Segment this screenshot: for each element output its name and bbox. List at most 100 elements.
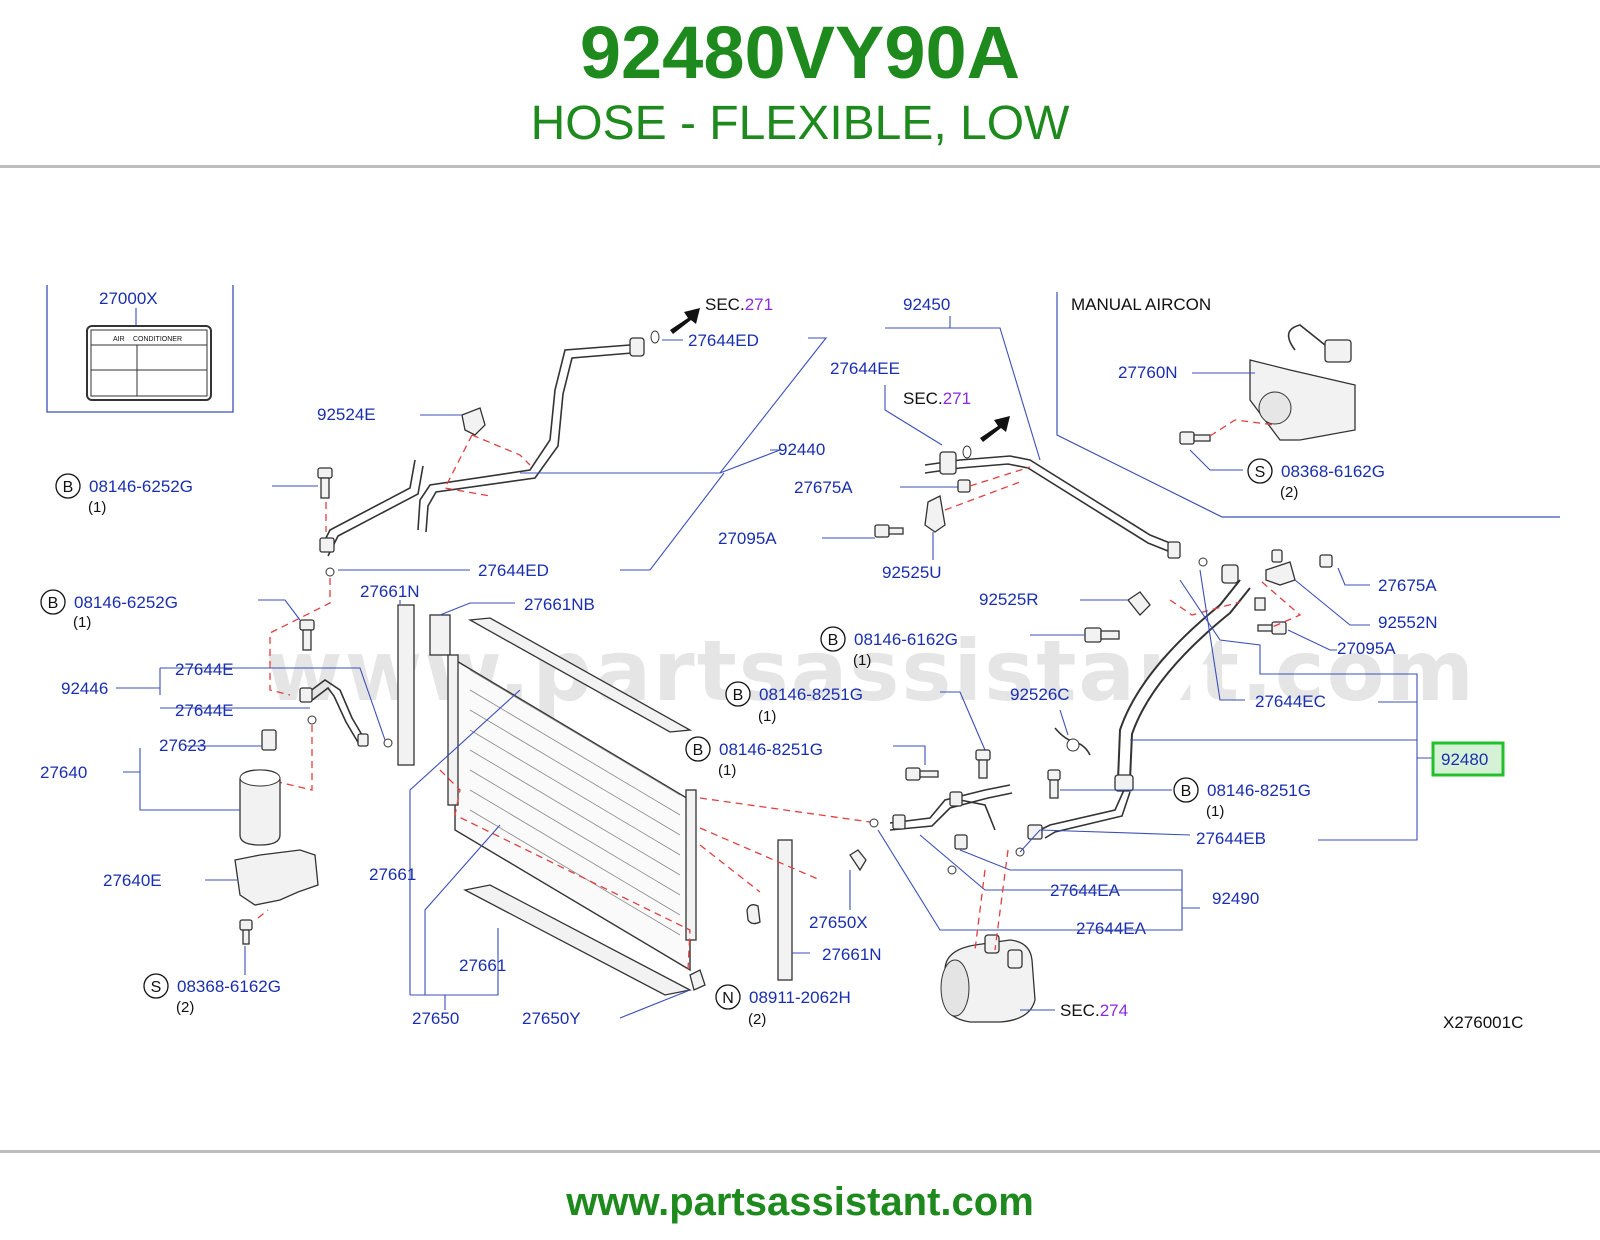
svg-text:B: B bbox=[733, 687, 744, 704]
part-number-title: 92480VY90A bbox=[579, 11, 1021, 94]
sec-ref-274: SEC.274 bbox=[1060, 1001, 1128, 1020]
leader-92480-arms bbox=[1130, 701, 1432, 759]
fastener-f2-code: 08146-6252G bbox=[74, 593, 178, 612]
label-card-text-1: AIR bbox=[113, 336, 125, 343]
leader-92480-main bbox=[1179, 579, 1418, 841]
bolt-f6: B 08146-8251G (1) bbox=[685, 736, 939, 781]
clip-92524E: 92524E bbox=[317, 405, 531, 497]
footer-url[interactable]: www.partsassistant.com bbox=[566, 1180, 1034, 1224]
callout-27644E-1: 27644E bbox=[175, 660, 234, 679]
callout-92525U: 92525U bbox=[882, 563, 942, 582]
receiver-drier-27640 bbox=[234, 729, 319, 945]
callout-92450: 92450 bbox=[903, 295, 950, 314]
callout-27640E: 27640E bbox=[103, 871, 162, 890]
pipe-92440 bbox=[319, 337, 645, 557]
callout-92490: 92490 bbox=[1212, 889, 1259, 908]
callout-27640: 27640 bbox=[40, 763, 87, 782]
bolt-f4: B 08146-6162G (1) bbox=[820, 626, 1085, 669]
fastener-f4-qty: (1) bbox=[853, 652, 871, 669]
sec-ref-271-top: SEC.271 bbox=[705, 295, 773, 314]
fastener-f7-qty: (1) bbox=[1206, 803, 1224, 820]
bolt-f1: B 08146-6252G (1) bbox=[55, 467, 333, 516]
callout-92480-highlighted: 92480 bbox=[1441, 750, 1488, 769]
aircon-section-border bbox=[1056, 292, 1560, 518]
nut-f9: N 08911-2062H (2) bbox=[715, 984, 851, 1028]
label-card-group: 27000X AIR CONDITIONER bbox=[46, 285, 234, 413]
clamp-92526C: 92526C bbox=[1010, 685, 1091, 756]
fastener-f4-code: 08146-6162G bbox=[854, 630, 958, 649]
fastener-f6-code: 08146-8251G bbox=[719, 740, 823, 759]
leader-27644EA-1 bbox=[919, 834, 1040, 891]
leader-27675A-right bbox=[1337, 567, 1370, 586]
bracket-92525U bbox=[874, 479, 971, 538]
leader-92552N bbox=[1294, 579, 1370, 626]
fastener-f5-qty: (1) bbox=[758, 708, 776, 725]
callout-27644ED-mid: 27644ED bbox=[478, 561, 549, 580]
callout-27661NB: 27661NB bbox=[524, 595, 595, 614]
diagram-code: X276001C bbox=[1443, 1013, 1523, 1032]
callout-92446: 92446 bbox=[61, 679, 108, 698]
fastener-f3-code: 08368-6162G bbox=[177, 977, 281, 996]
callout-27644EA-2: 27644EA bbox=[1076, 919, 1147, 938]
fastener-f1-qty: (1) bbox=[88, 499, 106, 516]
part-description: HOSE - FLEXIBLE, LOW bbox=[530, 97, 1070, 150]
leader-27644EC bbox=[1199, 569, 1245, 701]
pressure-switch-27760N bbox=[1179, 324, 1356, 445]
leader-27640-bracket bbox=[139, 748, 240, 811]
leader-27644EE bbox=[884, 385, 943, 446]
callout-92552N: 92552N bbox=[1378, 613, 1438, 632]
leader-92490 bbox=[1040, 889, 1200, 931]
callout-27760N: 27760N bbox=[1118, 363, 1178, 382]
svg-text:B: B bbox=[63, 479, 74, 496]
fastener-f8-qty: (2) bbox=[1280, 484, 1298, 501]
screw-f8: S 08368-6162G (2) bbox=[1189, 449, 1385, 501]
clip-92525R: 92525R bbox=[979, 590, 1151, 643]
callout-27661-bottom: 27661 bbox=[459, 956, 506, 975]
leader-27644ED-mid bbox=[620, 472, 725, 571]
fastener-f9-code: 08911-2062H bbox=[749, 988, 851, 1007]
callout-27000X: 27000X bbox=[99, 289, 158, 308]
callout-92524E: 92524E bbox=[317, 405, 376, 424]
bolt-f5: B 08146-8251G (1) bbox=[725, 681, 991, 779]
callout-27661-left: 27661 bbox=[369, 865, 416, 884]
arrow-icon-2 bbox=[980, 416, 1010, 442]
callout-27650Y: 27650Y bbox=[522, 1009, 581, 1028]
callout-27675A-top: 27675A bbox=[794, 478, 853, 497]
sec-ref-271-mid: SEC.271 bbox=[903, 389, 971, 408]
fastener-f8-code: 08368-6162G bbox=[1281, 462, 1385, 481]
footer-divider bbox=[0, 1150, 1600, 1153]
fastener-f3-qty: (2) bbox=[176, 999, 194, 1016]
header-divider bbox=[0, 165, 1600, 168]
parts-diagram: www.partsassistant.com 27000X AIR CONDIT… bbox=[0, 270, 1600, 1070]
leader-27661NB bbox=[439, 602, 515, 616]
fastener-f9-qty: (2) bbox=[748, 1011, 766, 1028]
manual-aircon-heading: MANUAL AIRCON bbox=[1071, 295, 1211, 314]
bolt-f2: B 08146-6252G (1) bbox=[40, 589, 315, 651]
svg-text:S: S bbox=[1255, 464, 1266, 481]
callout-92526C: 92526C bbox=[1010, 685, 1070, 704]
fastener-f7-code: 08146-8251G bbox=[1207, 781, 1311, 800]
pipe-92446 bbox=[299, 679, 393, 748]
arrow-icon bbox=[670, 308, 700, 334]
leader-27644EB bbox=[1019, 829, 1191, 853]
diagram-canvas: www.partsassistant.com 27000X AIR CONDIT… bbox=[40, 285, 1560, 1032]
leader-92450 bbox=[885, 316, 1041, 461]
callout-27650: 27650 bbox=[412, 1009, 459, 1028]
leader-92440b bbox=[719, 449, 781, 474]
leader-27644EA-2 bbox=[877, 829, 1040, 931]
svg-text:N: N bbox=[722, 990, 734, 1007]
fastener-f2-qty: (1) bbox=[73, 614, 91, 631]
callout-27675A-right: 27675A bbox=[1378, 576, 1437, 595]
callout-27644E-2: 27644E bbox=[175, 701, 234, 720]
leader-92446 bbox=[160, 667, 386, 741]
leader-92446-bracket bbox=[148, 668, 161, 695]
pipe-92490 bbox=[869, 784, 1013, 875]
callout-27644EC: 27644EC bbox=[1255, 692, 1326, 711]
leader-92440 bbox=[520, 337, 828, 474]
highlight-box-92480 bbox=[1431, 741, 1505, 777]
callout-27661N-top: 27661N bbox=[360, 582, 420, 601]
svg-text:B: B bbox=[48, 595, 59, 612]
fastener-f1-code: 08146-6252G bbox=[89, 477, 193, 496]
bolt-f7: B 08146-8251G (1) bbox=[1047, 769, 1311, 820]
svg-text:B: B bbox=[1181, 783, 1192, 800]
